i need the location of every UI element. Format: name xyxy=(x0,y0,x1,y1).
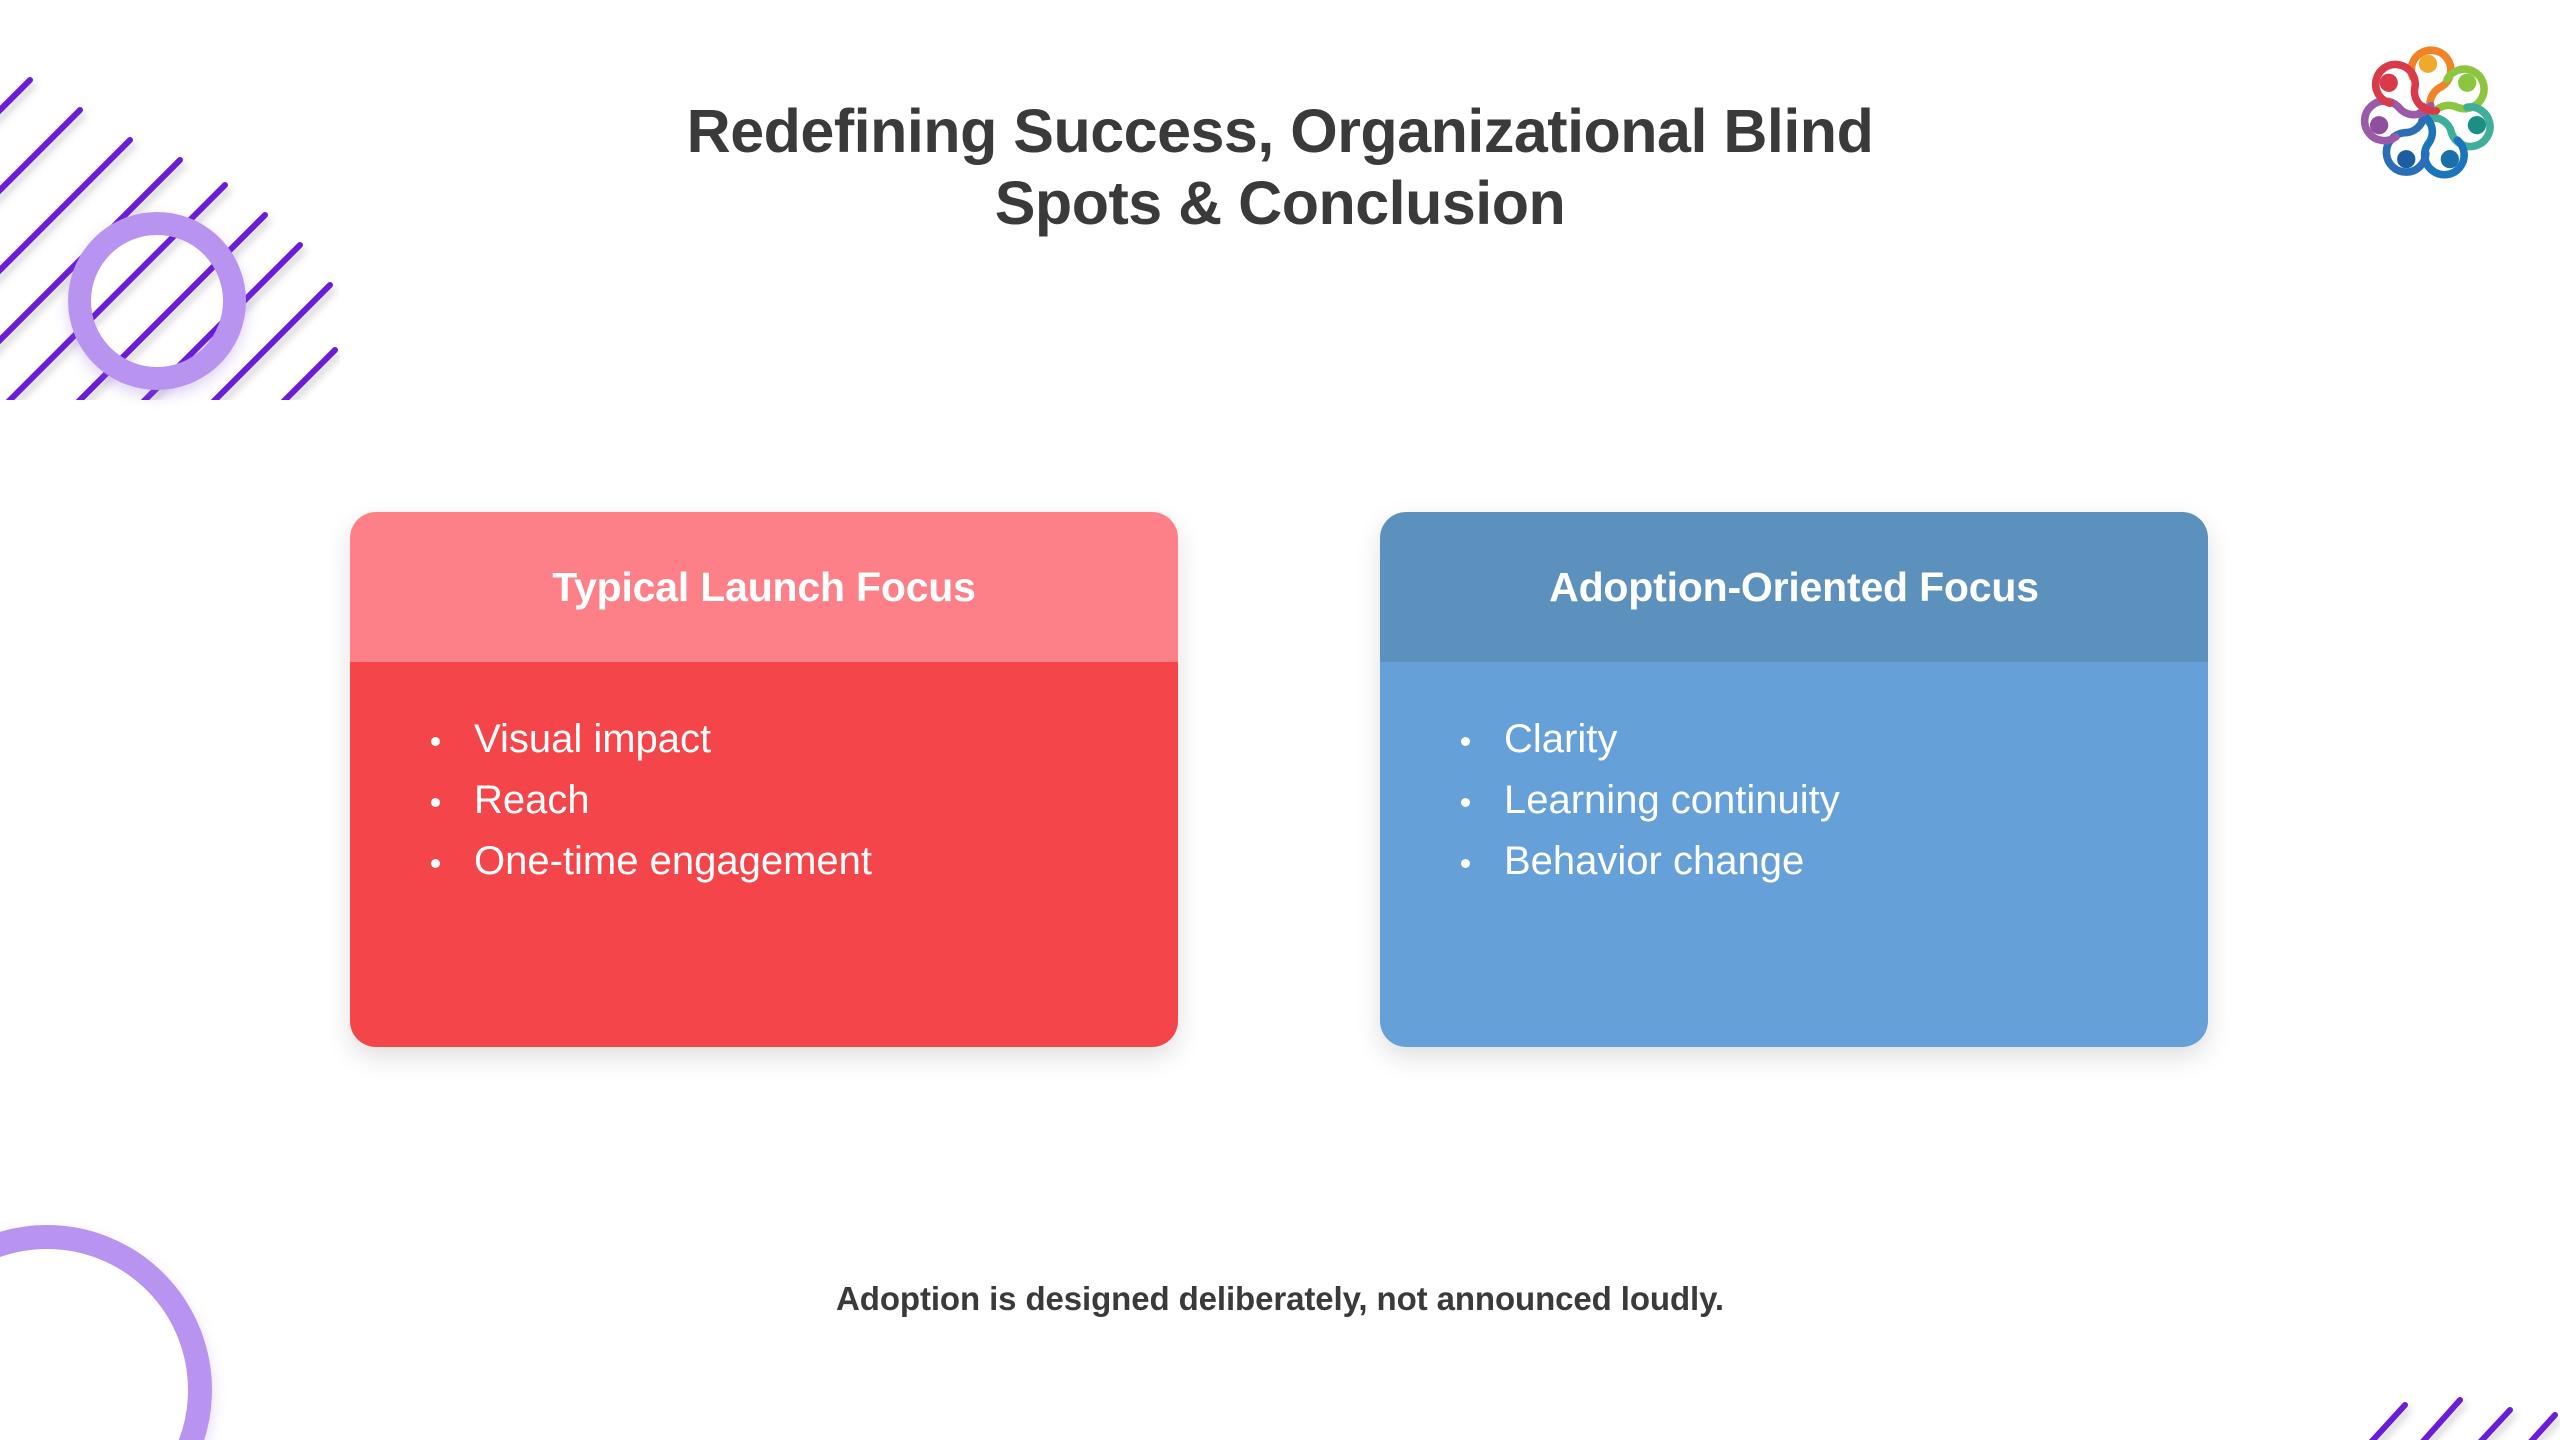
ring-bottom-left-icon xyxy=(0,1225,212,1440)
bullet-list-typical-launch-focus: Visual impact Reach One-time engagement xyxy=(428,714,1178,886)
list-item: One-time engagement xyxy=(428,836,1114,887)
diagonal-stripes-bottom-right-icon xyxy=(2368,1397,2558,1440)
people-circle-logo-icon xyxy=(2360,46,2494,179)
ring-top-left-icon xyxy=(68,212,246,390)
diagonal-stripes-top-left-icon xyxy=(0,77,338,400)
footer-note: Adoption is designed deliberately, not a… xyxy=(836,1280,1724,1317)
card-heading-adoption-oriented-focus: Adoption-Oriented Focus xyxy=(1380,512,2208,662)
page-title-line-1: Redefining Success, Organizational Blind xyxy=(686,97,1874,165)
card-adoption-oriented-focus: Adoption-Oriented Focus Clarity Learning… xyxy=(1380,512,2208,1047)
page-title-line-2: Spots & Conclusion xyxy=(994,168,1566,237)
list-item: Visual impact xyxy=(428,714,1114,765)
card-body-adoption-oriented-focus: Clarity Learning continuity Behavior cha… xyxy=(1380,662,2208,1047)
list-item: Behavior change xyxy=(1458,836,2144,887)
card-typical-launch-focus: Typical Launch Focus Visual impact Reach… xyxy=(350,512,1178,1047)
page-title: Redefining Success, Organizational Blind… xyxy=(430,96,2130,240)
card-heading-typical-launch-focus: Typical Launch Focus xyxy=(350,512,1178,662)
bullet-list-adoption-oriented-focus: Clarity Learning continuity Behavior cha… xyxy=(1458,714,2208,886)
list-item: Reach xyxy=(428,775,1114,826)
card-body-typical-launch-focus: Visual impact Reach One-time engagement xyxy=(350,662,1178,1047)
list-item: Clarity xyxy=(1458,714,2144,765)
list-item: Learning continuity xyxy=(1458,775,2144,826)
